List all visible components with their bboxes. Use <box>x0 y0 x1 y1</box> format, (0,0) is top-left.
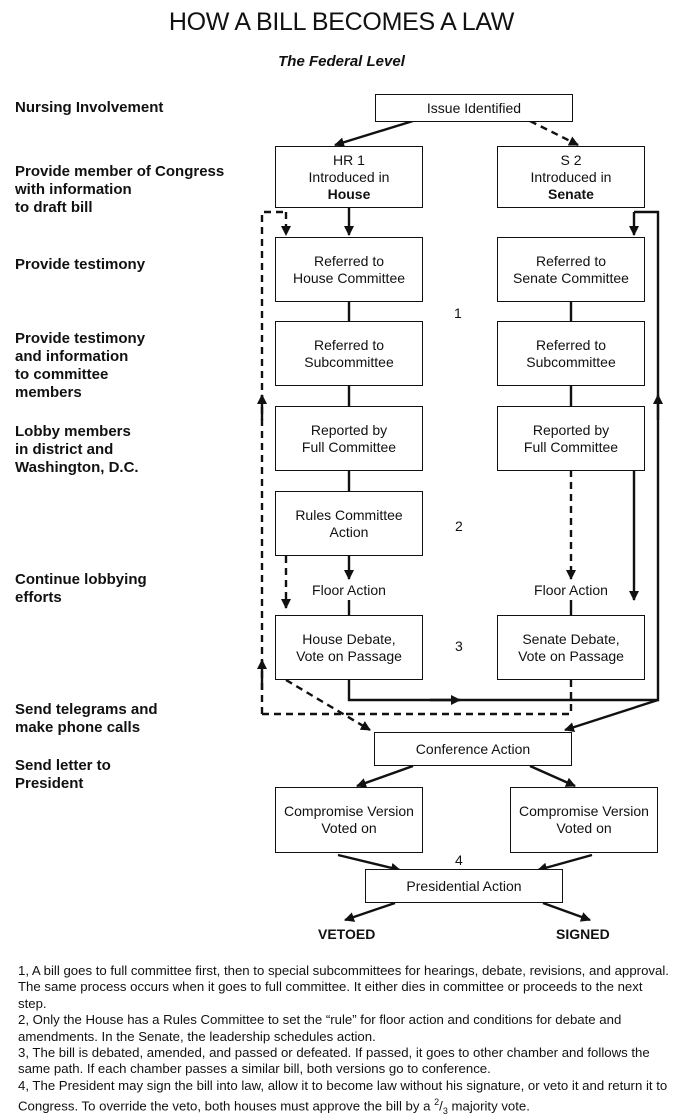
senate-debate-line1: Senate Debate, <box>522 630 620 647</box>
note-3: 3, The bill is debated, amended, and pas… <box>18 1045 650 1077</box>
arrow-to-signed <box>542 901 591 922</box>
box-house-committee: Referred to House Committee <box>275 237 423 302</box>
box-s2: S 2 Introduced in Senate <box>497 146 645 208</box>
step-number-4: 4 <box>455 852 463 868</box>
house-full-line1: Reported by <box>310 421 388 438</box>
arrow-issue-to-hr1 <box>334 119 414 148</box>
label-lobby-members: Lobby members in district and Washington… <box>15 423 139 476</box>
rules-line1: Rules Committee <box>295 506 403 523</box>
label-testimony-committee: Provide testimony and information to com… <box>15 330 146 401</box>
outcome-vetoed: VETOED <box>318 926 376 942</box>
note-4: 4, The President may sign the bill into … <box>18 1077 668 1117</box>
house-committee-line1: Referred to <box>313 252 385 269</box>
box-rules-committee: Rules Committee Action <box>275 491 423 556</box>
step-number-1: 1 <box>454 305 462 321</box>
label-provide-member-info: Provide member of Congress with informat… <box>15 163 225 216</box>
s2-line1: S 2 <box>560 151 582 168</box>
arrow-compromise-right-to-president <box>537 853 593 873</box>
box-hr1: HR 1 Introduced in House <box>275 146 423 208</box>
note-4-fraction-num: 2 <box>434 1097 440 1108</box>
senate-sub-line1: Referred to <box>535 336 607 353</box>
senate-sub-line2: Subcommittee <box>526 353 616 370</box>
box-senate-debate: Senate Debate, Vote on Passage <box>497 615 645 680</box>
page-title: HOW A BILL BECOMES A LAW <box>168 8 515 36</box>
conference-text: Conference Action <box>415 740 531 757</box>
hr1-line3: House <box>327 185 371 202</box>
box-senate-committee: Referred to Senate Committee <box>497 237 645 302</box>
hr1-line1: HR 1 <box>333 151 365 168</box>
s2-line2: Introduced in <box>530 168 612 185</box>
page-subtitle: The Federal Level <box>278 53 405 70</box>
house-sub-line1: Referred to <box>313 336 385 353</box>
box-house-debate: House Debate, Vote on Passage <box>275 615 423 680</box>
hr1-line2: Introduced in <box>308 168 390 185</box>
compromise-left-line2: Voted on <box>321 820 377 836</box>
box-senate-subcommittee: Referred to Subcommittee <box>497 321 645 386</box>
arrow-to-vetoed <box>344 901 396 922</box>
label-send-letter: Send letter to President <box>15 757 111 792</box>
house-debate-line2: Vote on Passage <box>296 647 402 664</box>
box-issue-identified: Issue Identified <box>375 94 573 122</box>
dashed-house-debate-to-conference <box>285 678 371 732</box>
outcome-signed: SIGNED <box>556 926 610 942</box>
arrow-compromise-left-to-president <box>337 853 401 873</box>
senate-committee-line2: Senate Committee <box>513 269 629 286</box>
house-full-line2: Full Committee <box>301 438 397 455</box>
compromise-right-line1: Compromise Version <box>519 803 649 819</box>
box-house-subcommittee: Referred to Subcommittee <box>275 321 423 386</box>
box-senate-full-committee: Reported by Full Committee <box>497 406 645 471</box>
dashed-house-to-senate-loop <box>260 210 286 714</box>
floor-action-senate: Floor Action <box>534 582 608 598</box>
footnotes: 1, A bill goes to full committee first, … <box>18 963 673 1120</box>
note-4-tail: majority vote. <box>447 1098 530 1114</box>
presidential-text: Presidential Action <box>406 877 522 894</box>
arrow-senate-to-conference <box>564 698 659 732</box>
compromise-right-line2: Voted on <box>556 820 612 836</box>
label-provide-testimony: Provide testimony <box>15 256 146 273</box>
house-sub-line2: Subcommittee <box>304 353 394 370</box>
senate-debate-line2: Vote on Passage <box>518 647 624 664</box>
box-issue-identified-text: Issue Identified <box>426 99 522 116</box>
compromise-left-line1: Compromise Version <box>284 803 414 819</box>
label-continue-lobbying: Continue lobbying efforts <box>15 571 147 606</box>
label-send-telegrams: Send telegrams and make phone calls <box>15 701 158 736</box>
senate-full-line1: Reported by <box>532 421 610 438</box>
senate-committee-line1: Referred to <box>535 252 607 269</box>
box-compromise-right: Compromise Version Voted on <box>510 787 658 853</box>
note-4-fraction-den: 3 <box>442 1106 448 1117</box>
s2-line3: Senate <box>548 185 594 202</box>
step-number-2: 2 <box>455 518 463 534</box>
note-2: 2, Only the House has a Rules Committee … <box>18 1012 622 1044</box>
dashed-bottom-loop <box>262 680 573 716</box>
senate-full-line2: Full Committee <box>523 438 619 455</box>
box-conference-action: Conference Action <box>374 732 572 766</box>
step-number-3: 3 <box>455 638 463 654</box>
box-house-full-committee: Reported by Full Committee <box>275 406 423 471</box>
arrow-issue-to-s2 <box>529 119 579 147</box>
rules-line2: Action <box>329 523 369 540</box>
house-committee-line2: House Committee <box>292 269 406 286</box>
box-compromise-left: Compromise Version Voted on <box>275 787 423 853</box>
box-presidential-action: Presidential Action <box>365 869 563 903</box>
arrow-conference-to-compromise-left <box>356 764 414 788</box>
floor-action-house: Floor Action <box>312 582 386 598</box>
flow-connectors <box>257 119 663 922</box>
note-4-text: 4, The President may sign the bill into … <box>18 1077 668 1114</box>
arrow-conference-to-compromise-right <box>529 764 576 788</box>
label-nursing-involvement: Nursing Involvement <box>15 99 164 116</box>
house-debate-line1: House Debate, <box>302 630 396 647</box>
note-1: 1, A bill goes to full committee first, … <box>18 963 669 1011</box>
